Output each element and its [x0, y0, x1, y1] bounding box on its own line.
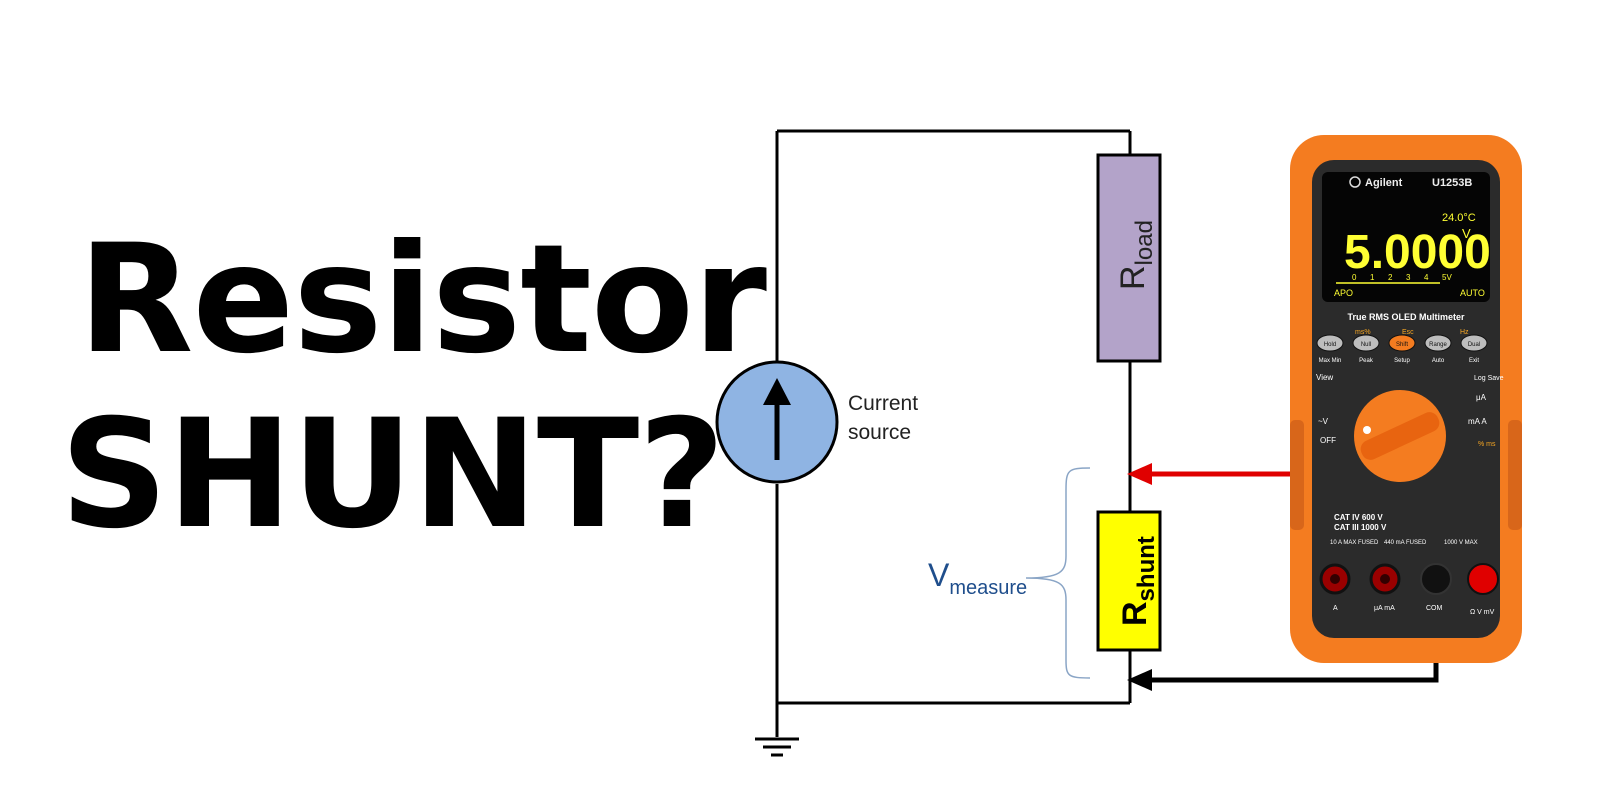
mm-caption: True RMS OLED Multimeter [1347, 312, 1465, 322]
mm-button-label: Range [1429, 342, 1447, 348]
mm-button-caption: Setup [1394, 358, 1410, 364]
mm-model: U1253B [1432, 177, 1472, 189]
mm-cat-2: CAT III 1000 V [1334, 523, 1387, 532]
title-line-2: SHUNT? [60, 388, 725, 562]
mm-right-pct: % ms [1478, 441, 1496, 448]
source-label-1: Current [848, 392, 918, 415]
mm-button-caption: Auto [1432, 358, 1445, 364]
mm-fused-2: 440 mA FUSED [1384, 540, 1427, 546]
mm-button-caption: Exit [1469, 358, 1479, 364]
mm-cat-1: CAT IV 600 V [1334, 513, 1383, 522]
source-label-2: source [848, 421, 911, 444]
measure-brace [1025, 467, 1091, 679]
ground-icon [755, 737, 799, 757]
mm-brand: Agilent [1365, 177, 1403, 189]
mm-scale-label: 5V [1442, 273, 1452, 282]
mm-button-label: Shift [1396, 342, 1408, 348]
multimeter-display [1322, 172, 1490, 302]
mm-scale-label: 3 [1406, 273, 1411, 282]
mm-button-label: Null [1361, 342, 1371, 348]
r-shunt-sub: shunt [1133, 536, 1160, 601]
v-measure-sub: measure [949, 577, 1027, 599]
svg-text:Rload: Rload [1114, 220, 1158, 290]
mm-jack-label-a: A [1333, 605, 1338, 612]
mm-jack-label-uama: μA mA [1374, 605, 1395, 612]
black-probe-arrow-icon [1127, 669, 1152, 691]
mm-key-hz: Hz [1460, 329, 1469, 336]
r-load-sub: load [1131, 220, 1158, 265]
r-shunt-main: R [1116, 601, 1154, 626]
title-line-1: Resistor [78, 213, 767, 387]
mm-right-ua: μA [1476, 393, 1487, 402]
arrow-head-icon [763, 378, 791, 405]
r-load-resistor [1096, 153, 1162, 363]
mm-key-esc: Esc [1402, 329, 1414, 336]
v-measure-main: V [928, 557, 950, 593]
mm-reading: 5.0000 [1344, 226, 1491, 279]
mm-dial-indicator [1363, 426, 1371, 434]
mm-scale-label: 0 [1352, 273, 1357, 282]
mm-button-label: Dual [1468, 342, 1480, 348]
multimeter: Agilent U1253B 5.0000 24.0°C V 0 1 2 3 4 5V A… [1290, 135, 1522, 663]
current-source [715, 360, 839, 484]
mm-temp: 24.0°C [1442, 212, 1476, 224]
mm-right-log: Log Save [1474, 375, 1504, 382]
mm-jack-label-com: COM [1426, 605, 1443, 612]
mm-button-caption: Max Min [1319, 358, 1342, 364]
mm-scale-label: 1 [1370, 273, 1375, 282]
r-shunt-resistor [1096, 510, 1162, 652]
mm-scale: 0 1 2 3 4 5V [1352, 273, 1452, 282]
mm-left-view: View [1316, 373, 1333, 382]
mm-scale-label: 2 [1388, 273, 1393, 282]
mm-button-label: Hold [1324, 342, 1336, 348]
mm-dial-knob [1360, 412, 1440, 460]
r-load-label: Rload [1114, 220, 1158, 290]
mm-left-off: OFF [1320, 436, 1336, 445]
jack-com[interactable] [1420, 563, 1452, 595]
mm-unit: V [1462, 226, 1471, 241]
circuit-wires [775, 129, 1132, 737]
svg-text:Rshunt: Rshunt [1116, 536, 1160, 626]
mm-fused-3: 1000 V MAX [1444, 540, 1478, 546]
v-measure-label: Vmeasure [928, 557, 1027, 599]
mm-auto: AUTO [1460, 288, 1485, 298]
r-shunt-label: Rshunt [1116, 536, 1160, 626]
agilent-logo-icon [1349, 176, 1361, 188]
mm-left-v: ~V [1318, 417, 1329, 426]
mm-jack-label-v: Ω V mV [1470, 609, 1495, 616]
mm-fused-1: 10 A MAX FUSED [1330, 540, 1379, 546]
mm-key-ms: ms% [1355, 329, 1371, 336]
mm-scale-label: 4 [1424, 273, 1429, 282]
jack-v[interactable] [1467, 563, 1499, 595]
r-load-main: R [1114, 265, 1152, 290]
mm-button-caption: Peak [1359, 358, 1374, 364]
mm-right-maa: mA A [1468, 417, 1487, 426]
red-probe-arrow-icon [1127, 463, 1152, 485]
mm-apo: APO [1334, 288, 1353, 298]
